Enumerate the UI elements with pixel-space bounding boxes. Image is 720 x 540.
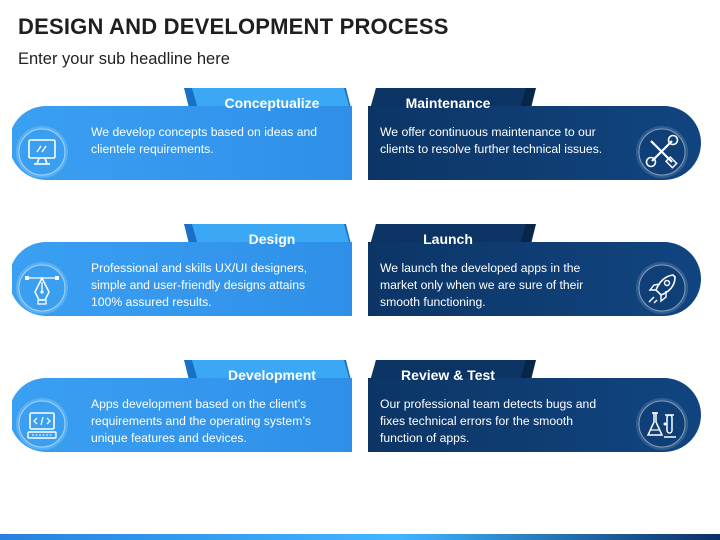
step-card-shape bbox=[12, 360, 352, 452]
step-description: We offer continuous maintenance to our c… bbox=[380, 125, 603, 156]
step-card-shape bbox=[368, 360, 701, 452]
monitor-design-icon bbox=[28, 139, 56, 165]
step-description: Our professional team detects bugs and f… bbox=[380, 397, 597, 445]
step-card-shape bbox=[368, 224, 701, 316]
lab-test-icon bbox=[646, 412, 676, 438]
step-title: Design bbox=[248, 231, 296, 247]
step-title: Development bbox=[228, 367, 316, 383]
step-card-development: Development Apps development based on th… bbox=[12, 358, 352, 462]
step-description: We develop concepts based on ideas and c… bbox=[91, 125, 318, 156]
step-description: Professional and skills UX/UI designers,… bbox=[91, 261, 308, 309]
step-title: Launch bbox=[423, 231, 473, 247]
step-title: Conceptualize bbox=[224, 95, 320, 111]
step-description: Apps development based on the client’s r… bbox=[91, 397, 311, 445]
step-card-conceptualize: Conceptualize We develop concepts based … bbox=[12, 86, 352, 190]
step-card-review-test: Review & Test Our professional team dete… bbox=[368, 358, 708, 462]
rocket-icon bbox=[648, 274, 676, 304]
step-card-maintenance: Maintenance We offer continuous maintena… bbox=[368, 86, 708, 190]
wrench-screwdriver-icon bbox=[645, 134, 679, 169]
step-card-launch: Launch We launch the developed apps in t… bbox=[368, 222, 708, 326]
code-laptop-icon bbox=[27, 412, 57, 439]
step-card-design: Design Professional and skills UX/UI des… bbox=[12, 222, 352, 326]
step-description: We launch the developed apps in the mark… bbox=[380, 261, 584, 309]
footer-accent-bar bbox=[0, 534, 720, 540]
page-subtitle: Enter your sub headline here bbox=[18, 50, 230, 68]
page-title: DESIGN AND DEVELOPMENT PROCESS bbox=[18, 14, 449, 39]
step-title: Review & Test bbox=[401, 367, 495, 383]
pen-tool-icon bbox=[25, 276, 59, 305]
step-title: Maintenance bbox=[405, 95, 491, 111]
